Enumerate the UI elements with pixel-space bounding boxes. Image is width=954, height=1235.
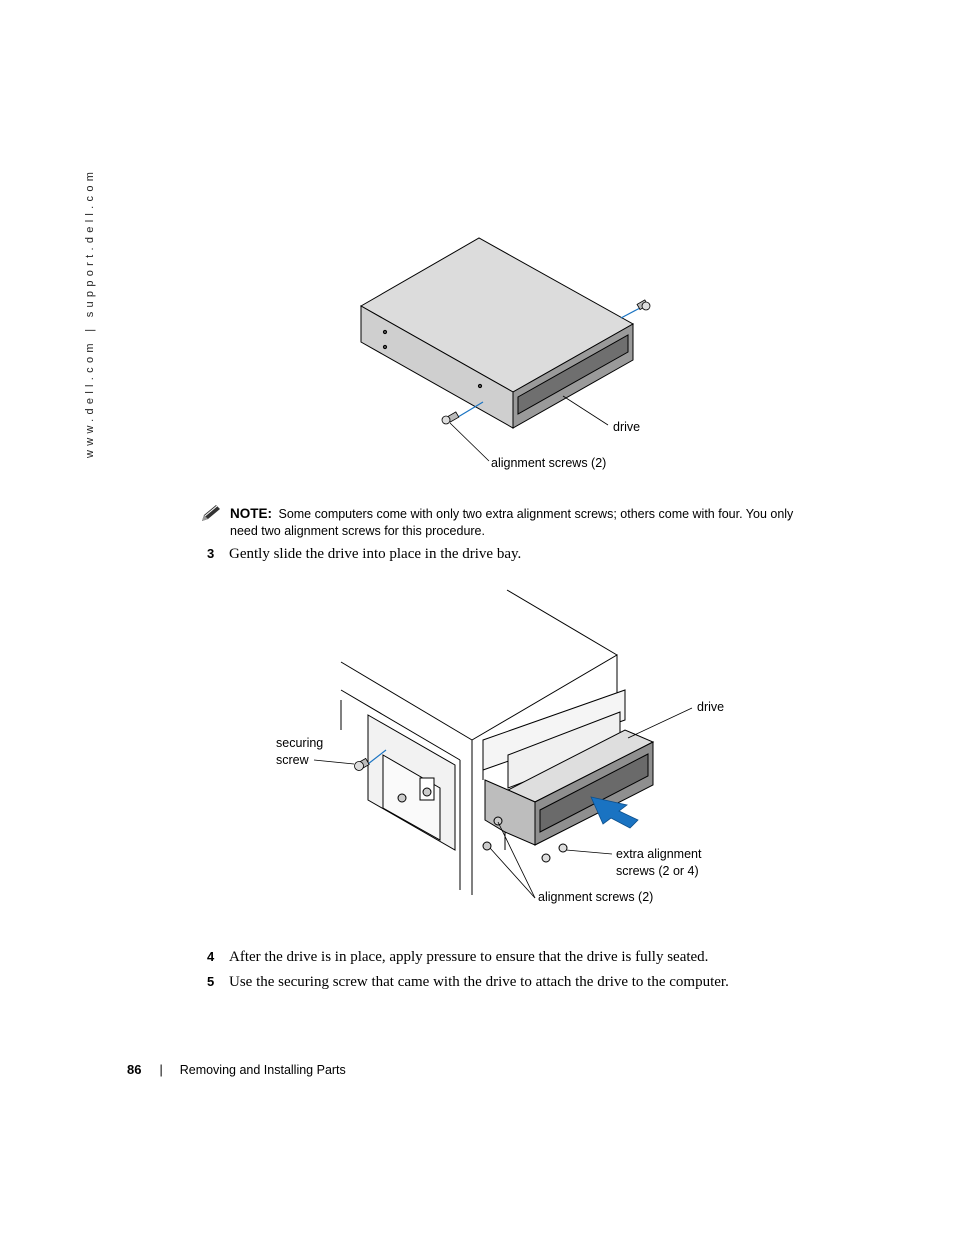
footer-section-title: Removing and Installing Parts bbox=[179, 1063, 346, 1077]
alignment-screw-right bbox=[636, 299, 651, 311]
note-pencil-icon bbox=[200, 503, 222, 523]
label-screw: screw bbox=[276, 753, 310, 767]
step-text: After the drive is in place, apply press… bbox=[229, 949, 709, 965]
page-number: 86 bbox=[127, 1062, 142, 1077]
footer-separator: | bbox=[159, 1063, 163, 1077]
note-label: NOTE: bbox=[230, 506, 272, 521]
label-screws-2-or-4: screws (2 or 4) bbox=[616, 864, 699, 878]
step-3: 3 Gently slide the drive into place in th… bbox=[207, 546, 521, 563]
label-alignment-screws: alignment screws (2) bbox=[491, 456, 606, 470]
page-footer: 86 | Removing and Installing Parts bbox=[127, 1062, 346, 1077]
step-text: Gently slide the drive into place in the… bbox=[229, 546, 522, 562]
figure-drive-into-bay: drive securing screw extra alignment scr… bbox=[276, 589, 724, 904]
note-block: NOTE: Some computers come with only two … bbox=[230, 505, 810, 540]
step-number: 5 bbox=[207, 974, 215, 989]
alignment-screw-left bbox=[441, 411, 460, 425]
figure-drive-with-screws: drive alignment screws (2) bbox=[359, 237, 651, 470]
label-alignment-screws: alignment screws (2) bbox=[538, 890, 653, 904]
step-4: 4 After the drive is in place, apply pres… bbox=[207, 949, 708, 966]
label-drive: drive bbox=[697, 700, 724, 714]
step-number: 4 bbox=[207, 949, 215, 964]
insert-direction-arrow-icon bbox=[590, 796, 639, 829]
step-text: Use the securing screw that came with th… bbox=[229, 974, 729, 990]
step-5: 5 Use the securing screw that came with t… bbox=[207, 974, 729, 991]
label-extra-alignment: extra alignment bbox=[616, 847, 702, 861]
label-securing: securing bbox=[276, 736, 323, 750]
securing-screw bbox=[354, 757, 370, 772]
note-text: Some computers come with only two extra … bbox=[230, 507, 794, 538]
label-drive: drive bbox=[613, 420, 640, 434]
step-number: 3 bbox=[207, 546, 215, 561]
